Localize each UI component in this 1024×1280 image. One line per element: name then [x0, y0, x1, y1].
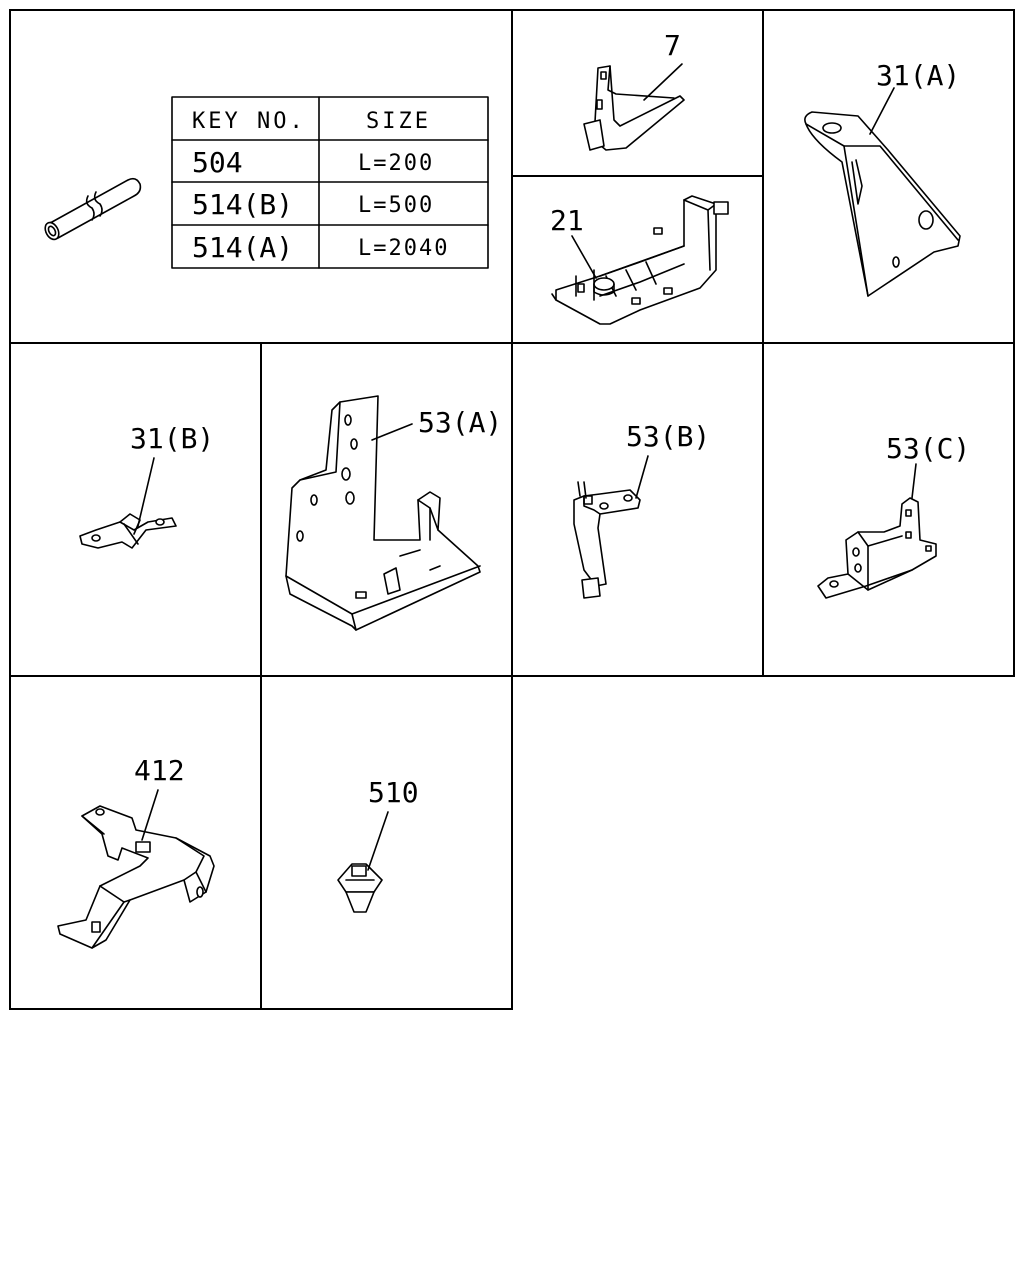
table-row-key: 514(B) — [192, 188, 293, 221]
part-label-53b: 53(B) — [626, 420, 710, 453]
part-510-clip: 510 — [337, 776, 419, 913]
table-row-size: L=200 — [358, 151, 434, 176]
part-53a-bracket: 53(A) — [285, 395, 502, 631]
cell-part-31b — [9, 342, 262, 677]
part-412-bracket: 412 — [57, 754, 215, 949]
table-header-key: KEY NO. — [192, 109, 306, 134]
table-row-key: 514(A) — [192, 231, 293, 264]
cell-part-510 — [260, 675, 513, 1010]
part-label-7: 7 — [664, 29, 681, 62]
part-label-53a: 53(A) — [418, 406, 502, 439]
cell-part-21 — [511, 175, 764, 344]
cell-part-7 — [511, 9, 764, 177]
part-label-412: 412 — [134, 754, 185, 787]
part-7-bracket: 7 — [583, 29, 685, 151]
table-row-size: L=500 — [358, 193, 434, 218]
hose-illustration — [44, 177, 142, 241]
part-label-31b: 31(B) — [130, 422, 214, 455]
part-21-bracket: 21 — [550, 195, 729, 325]
table-row-size: L=2040 — [358, 236, 449, 261]
part-label-53c: 53(C) — [886, 432, 970, 465]
part-53c-bracket: 53(C) — [817, 432, 970, 599]
part-label-510: 510 — [368, 776, 419, 809]
cell-part-53b — [511, 342, 764, 677]
part-53b-bracket: 53(B) — [573, 420, 710, 599]
size-table: KEY NO. SIZE 504 L=200 514(B) L=500 514(… — [171, 96, 489, 269]
cell-hose-table — [9, 9, 513, 344]
part-label-31a: 31(A) — [876, 59, 960, 92]
diagram-grid — [9, 9, 1015, 1010]
part-31a-bracket: 31(A) — [804, 59, 961, 297]
cell-part-53c — [762, 342, 1015, 677]
table-row-key: 504 — [192, 146, 243, 179]
part-label-21: 21 — [550, 204, 584, 237]
table-header-size: SIZE — [366, 109, 431, 134]
part-31b-bracket: 31(B) — [79, 422, 214, 549]
